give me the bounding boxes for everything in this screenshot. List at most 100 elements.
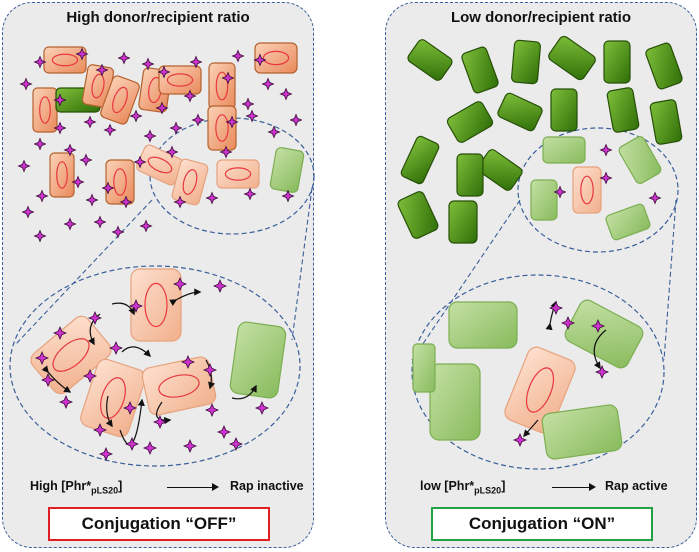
- donor-cell: [207, 105, 237, 151]
- recipient-cell: [448, 301, 518, 349]
- movement-arrow: [105, 395, 113, 428]
- peptide-icon: [202, 362, 218, 378]
- peptide-icon: [63, 217, 77, 231]
- peptide-icon: [216, 424, 232, 440]
- peptide-icon: [83, 115, 97, 129]
- peptide-icon: [169, 121, 183, 135]
- recipient-cell: [456, 153, 484, 197]
- conjugation-off-box: Conjugation “OFF”: [48, 507, 270, 541]
- peptide-icon: [92, 422, 108, 438]
- peptide-icon: [52, 325, 68, 341]
- recipient-cell: [649, 99, 683, 145]
- right-panel-title: Low donor/recipient ratio: [450, 9, 631, 26]
- peptide-icon: [173, 195, 187, 209]
- peptide-icon: [512, 432, 528, 448]
- recipient-cell: [397, 191, 439, 239]
- movement-arrow: [88, 313, 101, 346]
- peptide-icon: [254, 400, 270, 416]
- recipient-cell: [550, 88, 578, 132]
- recipient-cell: [511, 39, 541, 85]
- donor-cell: [100, 75, 140, 125]
- peptide-icon: [548, 300, 564, 316]
- peptide-icon: [33, 229, 47, 243]
- peptide-icon: [245, 109, 259, 123]
- donor-cell: [572, 166, 602, 214]
- peptide-icon: [183, 89, 197, 103]
- cells-layer: [30, 35, 683, 460]
- peptide-icon: [129, 109, 143, 123]
- peptide-icon: [599, 171, 613, 185]
- zoom-connector-line: [14, 199, 153, 346]
- peptide-icon: [95, 63, 109, 77]
- recipient-cell: [606, 87, 640, 133]
- conjugation-on-box: Conjugation “ON”: [431, 507, 653, 541]
- peptide-icon: [53, 121, 67, 135]
- recipient-cell: [429, 363, 481, 441]
- peptide-icon: [108, 340, 124, 356]
- recipient-cell: [603, 40, 631, 84]
- recipient-cell: [448, 200, 478, 244]
- peptide-icon: [155, 101, 169, 115]
- donor-cell: [43, 46, 87, 74]
- movement-arrow: [121, 346, 152, 358]
- peptide-icon: [98, 446, 114, 462]
- recipient-cell: [548, 35, 596, 81]
- movement-arrow: [523, 419, 539, 438]
- peptide-icon: [71, 175, 85, 189]
- peptide-icon: [128, 298, 144, 314]
- recipient-cell: [269, 147, 305, 193]
- donor-cell: [216, 159, 260, 189]
- right-caption-arrow: [552, 482, 596, 491]
- peptide-icon: [79, 153, 93, 167]
- recipient-cell: [229, 321, 287, 399]
- peptide-icon: [122, 400, 138, 416]
- left-caption-result: Rap inactive: [230, 479, 304, 493]
- left-zoom-detail-ellipse: [9, 265, 301, 467]
- movement-arrow: [231, 384, 257, 400]
- recipient-cell: [400, 135, 440, 185]
- peptide-icon: [133, 155, 147, 169]
- recipient-cell: [618, 136, 662, 184]
- peptide-icon: [189, 55, 203, 69]
- peptide-icon: [204, 402, 220, 418]
- donor-cell: [141, 356, 217, 416]
- donor-cell: [32, 87, 58, 133]
- recipient-cell: [461, 46, 499, 94]
- peptide-icon: [63, 143, 77, 157]
- recipient-cell: [542, 136, 586, 164]
- peptide-icon: [58, 394, 74, 410]
- peptide-icon: [35, 189, 49, 203]
- peptide-icon: [205, 191, 219, 205]
- donor-cell: [504, 346, 576, 434]
- recipient-cell: [541, 404, 623, 460]
- right-caption-result: Rap active: [605, 479, 668, 493]
- peptide-icon: [228, 436, 244, 452]
- peptide-icon: [124, 436, 140, 452]
- peptides-layer: [17, 47, 662, 462]
- peptide-icon: [142, 440, 158, 456]
- peptide-icon: [648, 191, 662, 205]
- left-panel-title: High donor/recipient ratio: [66, 9, 250, 26]
- donor-cell: [254, 42, 298, 74]
- recipient-cell: [497, 92, 543, 132]
- peptide-icon: [172, 276, 188, 292]
- peptide-icon: [165, 145, 179, 159]
- peptide-icon: [141, 57, 155, 71]
- movement-arrow: [41, 365, 72, 393]
- zoom-connector-lines: [14, 187, 677, 361]
- left-caption-arrow: [167, 482, 219, 491]
- right-zoom-detail-ellipse: [411, 274, 665, 470]
- peptide-icon: [119, 195, 133, 209]
- peptide-icon: [180, 354, 196, 370]
- peptide-icon: [101, 181, 115, 195]
- right-caption-concentration: low [Phr*pLS20]: [420, 479, 506, 496]
- movement-arrow: [169, 288, 202, 306]
- recipient-cell: [412, 343, 436, 393]
- peptide-icon: [191, 113, 205, 127]
- peptide-icon: [289, 113, 303, 127]
- peptide-icon: [157, 65, 171, 79]
- zoom-connector-line: [663, 199, 677, 361]
- peptide-icon: [17, 159, 31, 173]
- movement-arrow: [155, 401, 172, 425]
